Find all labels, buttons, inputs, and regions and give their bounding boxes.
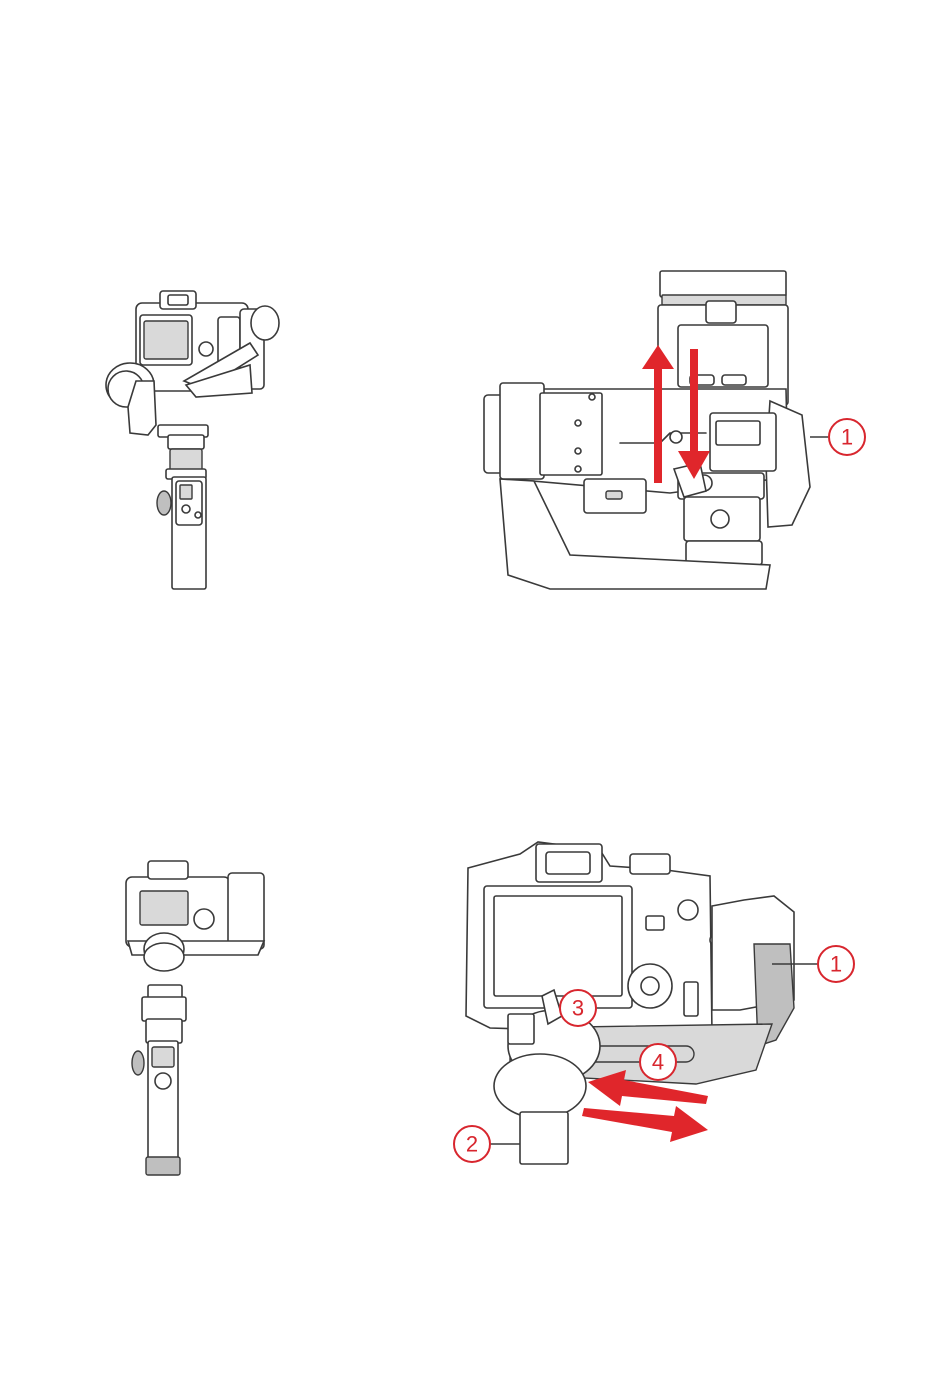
gimbal-illustration (100, 285, 300, 590)
callout-1-label: 1 (841, 425, 853, 450)
figure-bottom-right-detail: 1 2 3 4 (450, 840, 870, 1170)
gimbal-illustration-2 (118, 855, 278, 1180)
plate-mount-illustration: 1 (470, 265, 870, 590)
arrow-right (582, 1106, 708, 1142)
callout-2-label: 2 (466, 1132, 478, 1157)
figure-top-right-detail: 1 (470, 265, 870, 590)
callout-1-label: 1 (830, 952, 842, 977)
camera-plate-illustration: 1 2 3 4 (450, 840, 870, 1170)
callout-3-label: 3 (572, 996, 584, 1021)
callout-4-label: 4 (652, 1050, 664, 1075)
figure-top-left-gimbal (100, 285, 300, 590)
figure-bottom-left-gimbal (118, 855, 278, 1180)
